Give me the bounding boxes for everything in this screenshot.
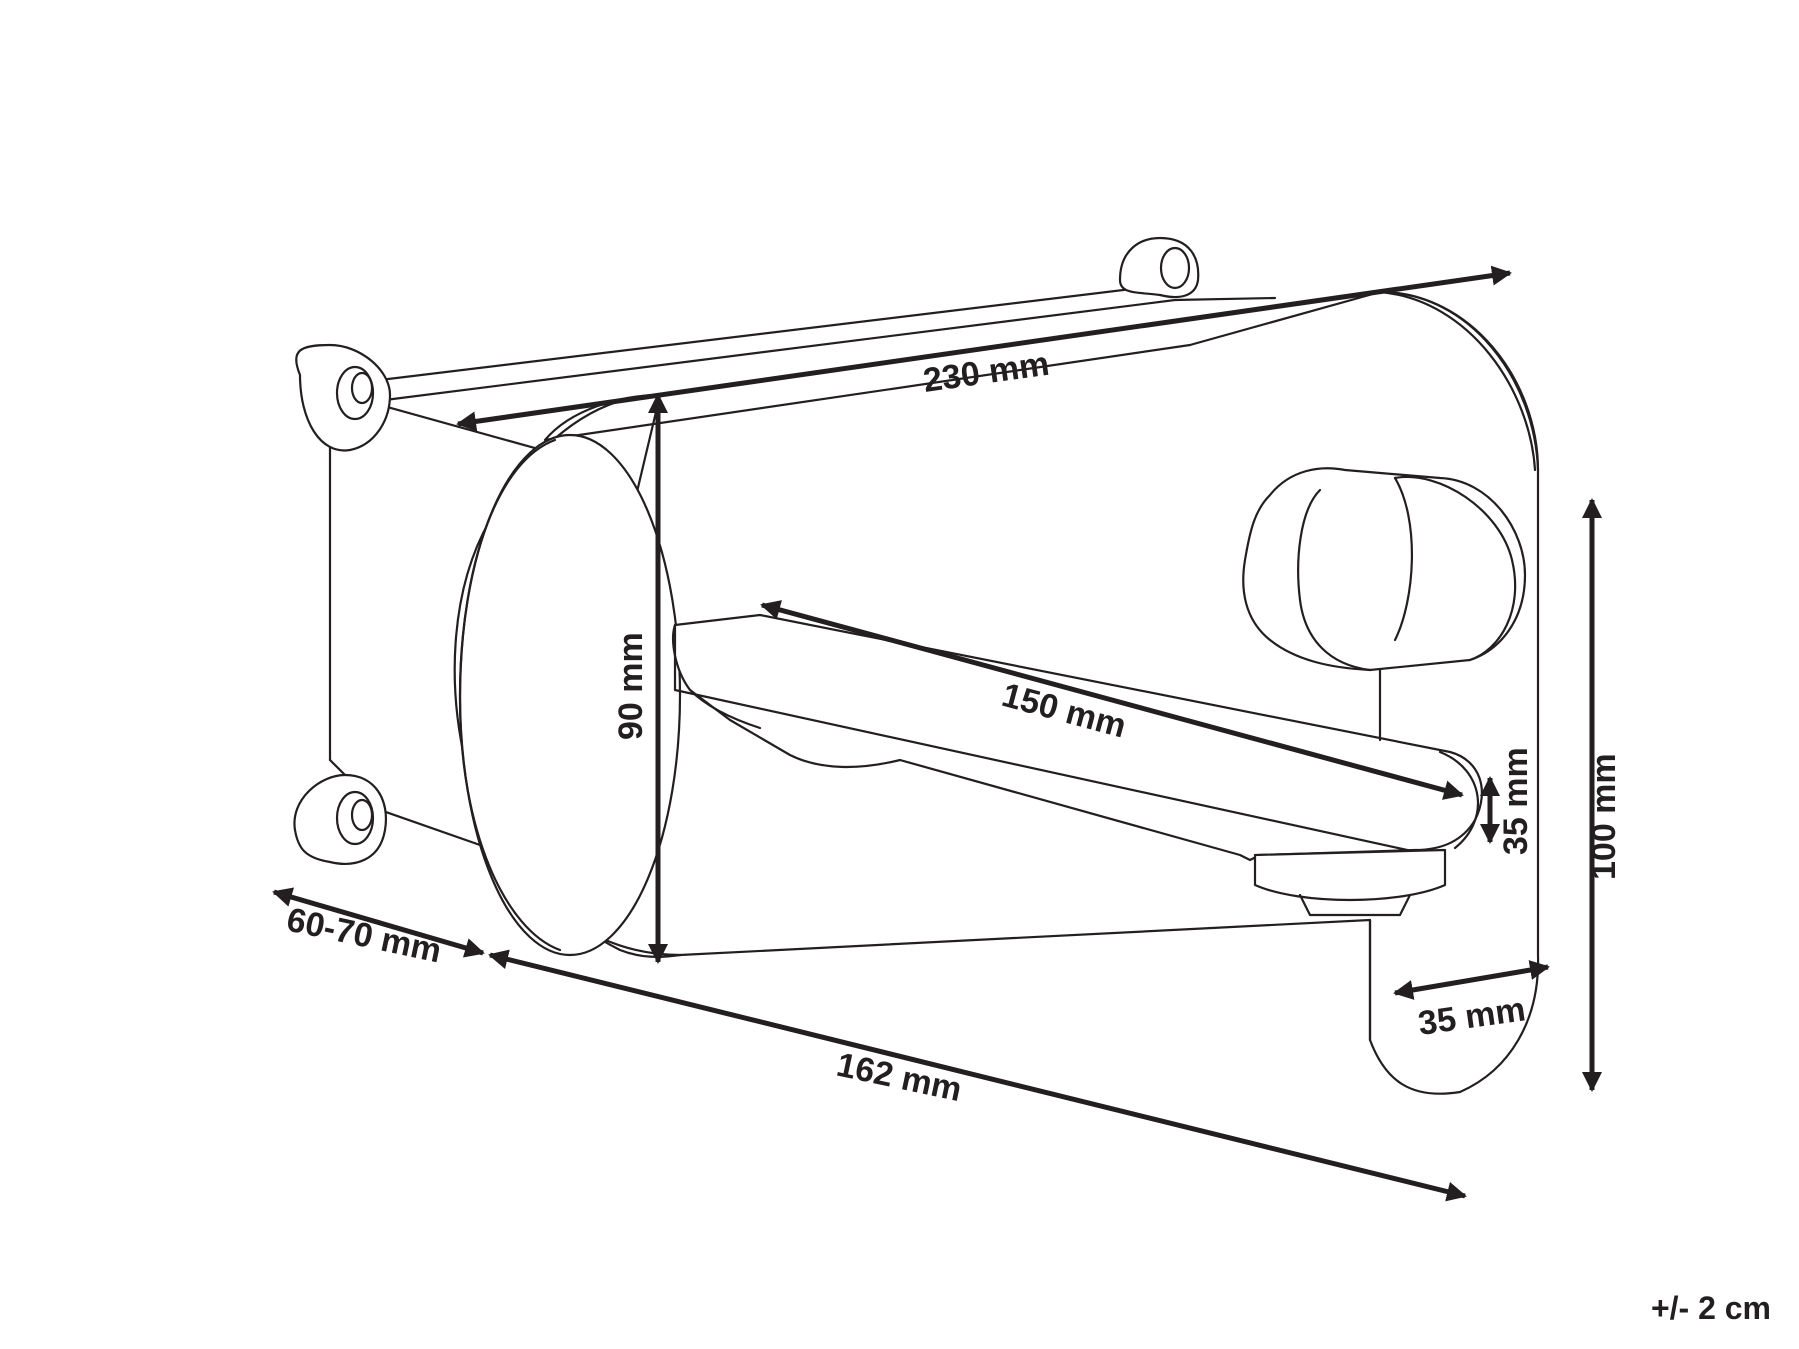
label-box-height: 90 mm (612, 632, 650, 740)
label-depth: 60-70 mm (283, 901, 444, 971)
dim-line-spout-length (760, 600, 1464, 800)
label-plate-height: 100 mm (1585, 753, 1623, 880)
dim-line-total-width (456, 265, 1512, 432)
mounting-ear-top-right (1118, 236, 1200, 299)
dimensions (272, 265, 1602, 1202)
lever-handle (1242, 467, 1527, 672)
label-spout-height: 35 mm (1497, 747, 1535, 855)
dim-line-depth (272, 887, 485, 958)
mounting-ear-bottom-left (293, 773, 388, 865)
dim-line-box-width (488, 949, 1467, 1202)
mounting-ear-top-left (295, 343, 392, 452)
tolerance-note: +/- 2 cm (1650, 1290, 1771, 1326)
